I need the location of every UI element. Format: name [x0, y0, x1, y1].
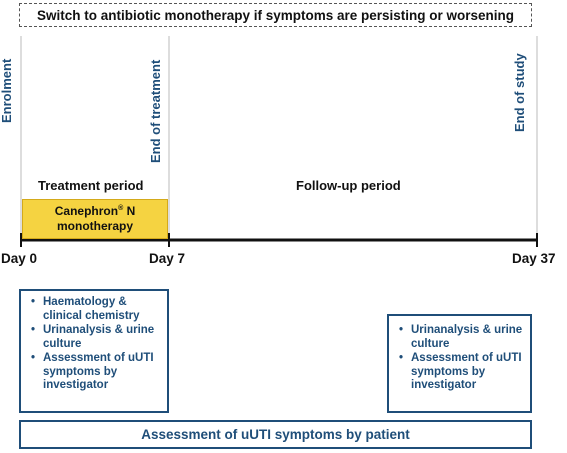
- end-of-study-assessments-box: Urinanalysis & urine culture Assessment …: [387, 314, 532, 413]
- end-of-study-label: End of study: [512, 53, 527, 132]
- treatment-box: Canephron® N monotherapy: [22, 199, 168, 239]
- day37-label: Day 37: [512, 251, 556, 266]
- list-item: Urinanalysis & urine culture: [29, 324, 161, 351]
- rescue-therapy-banner: Switch to antibiotic monotherapy if symp…: [19, 3, 532, 27]
- registered-mark: ®: [118, 205, 124, 212]
- list-item: Assessment of uUTI symptoms by investiga…: [397, 352, 524, 393]
- list-item: Haematology & clinical chemistry: [29, 296, 161, 323]
- day0-label: Day 0: [1, 251, 38, 266]
- baseline-assessments-box: Haematology & clinical chemistry Urinana…: [19, 289, 169, 413]
- follow-up-period-label: Follow-up period: [296, 178, 401, 193]
- treatment-type-line: monotherapy: [56, 219, 133, 233]
- treatment-period-label: Treatment period: [38, 178, 144, 193]
- patient-assessment-box: Assessment of uUTI symptoms by patient: [19, 420, 532, 449]
- day7-label: Day 7: [149, 251, 186, 266]
- list-item: Urinanalysis & urine culture: [397, 324, 524, 351]
- list-item: Assessment of uUTI symptoms by investiga…: [29, 352, 161, 393]
- treatment-name-line: Canephron® N: [54, 204, 136, 218]
- end-of-treatment-label: End of treatment: [148, 59, 163, 163]
- enrolment-label: Enrolment: [0, 58, 14, 123]
